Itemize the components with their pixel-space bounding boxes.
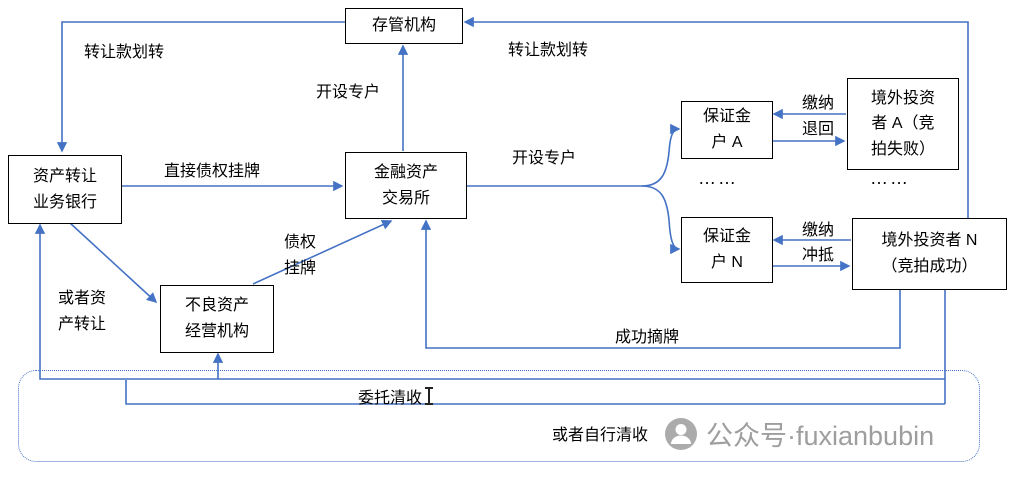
- arrow-collection-to-bank: [34, 223, 945, 380]
- node-investor-a: 境外投资 者 A（竞 拍失败）: [847, 78, 959, 170]
- node-margin-account-n: 保证金 户 N: [681, 217, 773, 283]
- line-self-collection: [125, 380, 945, 405]
- node-investor-n-label: 境外投资者 N （竞拍成功）: [881, 232, 978, 275]
- arrow-investor-n-to-exchange-delisting: [420, 219, 901, 349]
- watermark-text: 公众号·fuxianbubin: [706, 421, 935, 451]
- node-custodian-label: 存管机构: [371, 17, 436, 35]
- node-margin-account-n-label: 保证金 户 N: [702, 228, 751, 271]
- edge-label-pay: 缴纳: [801, 95, 834, 112]
- ellipsis-investors: ……: [870, 168, 910, 188]
- node-bank: 资产转让 业务银行: [8, 155, 122, 224]
- edge-label-transfer-left: 转让款划转: [84, 44, 165, 61]
- node-bank-label: 资产转让 业务银行: [32, 167, 97, 211]
- edge-label-pay-n: 缴纳: [801, 222, 834, 239]
- node-custodian: 存管机构: [345, 8, 463, 44]
- edge-label-success-delisting: 成功摘牌: [615, 329, 680, 346]
- edge-label-claim-listing: 债权 挂牌: [284, 234, 317, 278]
- watermark: 公众号·fuxianbubin: [664, 414, 934, 453]
- edge-label-transfer-right: 转让款划转: [508, 42, 589, 59]
- node-exchange-label: 金融资产 交易所: [373, 163, 438, 207]
- node-npa-institution: 不良资产 经营机构: [160, 285, 274, 353]
- node-margin-account-a-label: 保证金 户 A: [702, 108, 751, 151]
- edge-label-refund: 退回: [801, 121, 834, 138]
- text-cursor-icon: [425, 387, 433, 405]
- edge-label-open-account-right: 开设专户: [512, 150, 577, 167]
- edge-label-direct-listing: 直接债权挂牌: [164, 163, 261, 180]
- ellipsis-margin-accounts: ……: [698, 168, 738, 188]
- wechat-official-account-icon: [665, 417, 697, 450]
- arrow-branch-to-margin-n: [641, 185, 681, 255]
- arrow-investor-n-to-custodian: [463, 16, 969, 218]
- arrow-branch-to-margin-a: [641, 123, 681, 187]
- collection-process-container: [18, 370, 980, 462]
- node-investor-a-label: 境外投资 者 A（竞 拍失败）: [870, 89, 935, 158]
- arrow-bank-to-npa: [69, 222, 158, 304]
- node-investor-n: 境外投资者 N （竞拍成功）: [852, 218, 1007, 290]
- edge-label-open-account-top: 开设专户: [316, 84, 381, 101]
- arrow-npa-to-exchange: [252, 219, 393, 285]
- node-exchange: 金融资产 交易所: [345, 152, 467, 219]
- edge-label-offset: 冲抵: [801, 247, 834, 264]
- node-npa-institution-label: 不良资产 经营机构: [184, 297, 249, 340]
- node-margin-account-a: 保证金 户 A: [681, 101, 773, 159]
- edge-label-or-asset-transfer: 或者资 产转让: [58, 290, 107, 334]
- arrow-custodian-to-bank: [56, 21, 345, 153]
- edge-label-self-collection: 或者自行清收: [552, 427, 649, 444]
- edge-label-entrusted-collection: 委托清收: [358, 390, 423, 407]
